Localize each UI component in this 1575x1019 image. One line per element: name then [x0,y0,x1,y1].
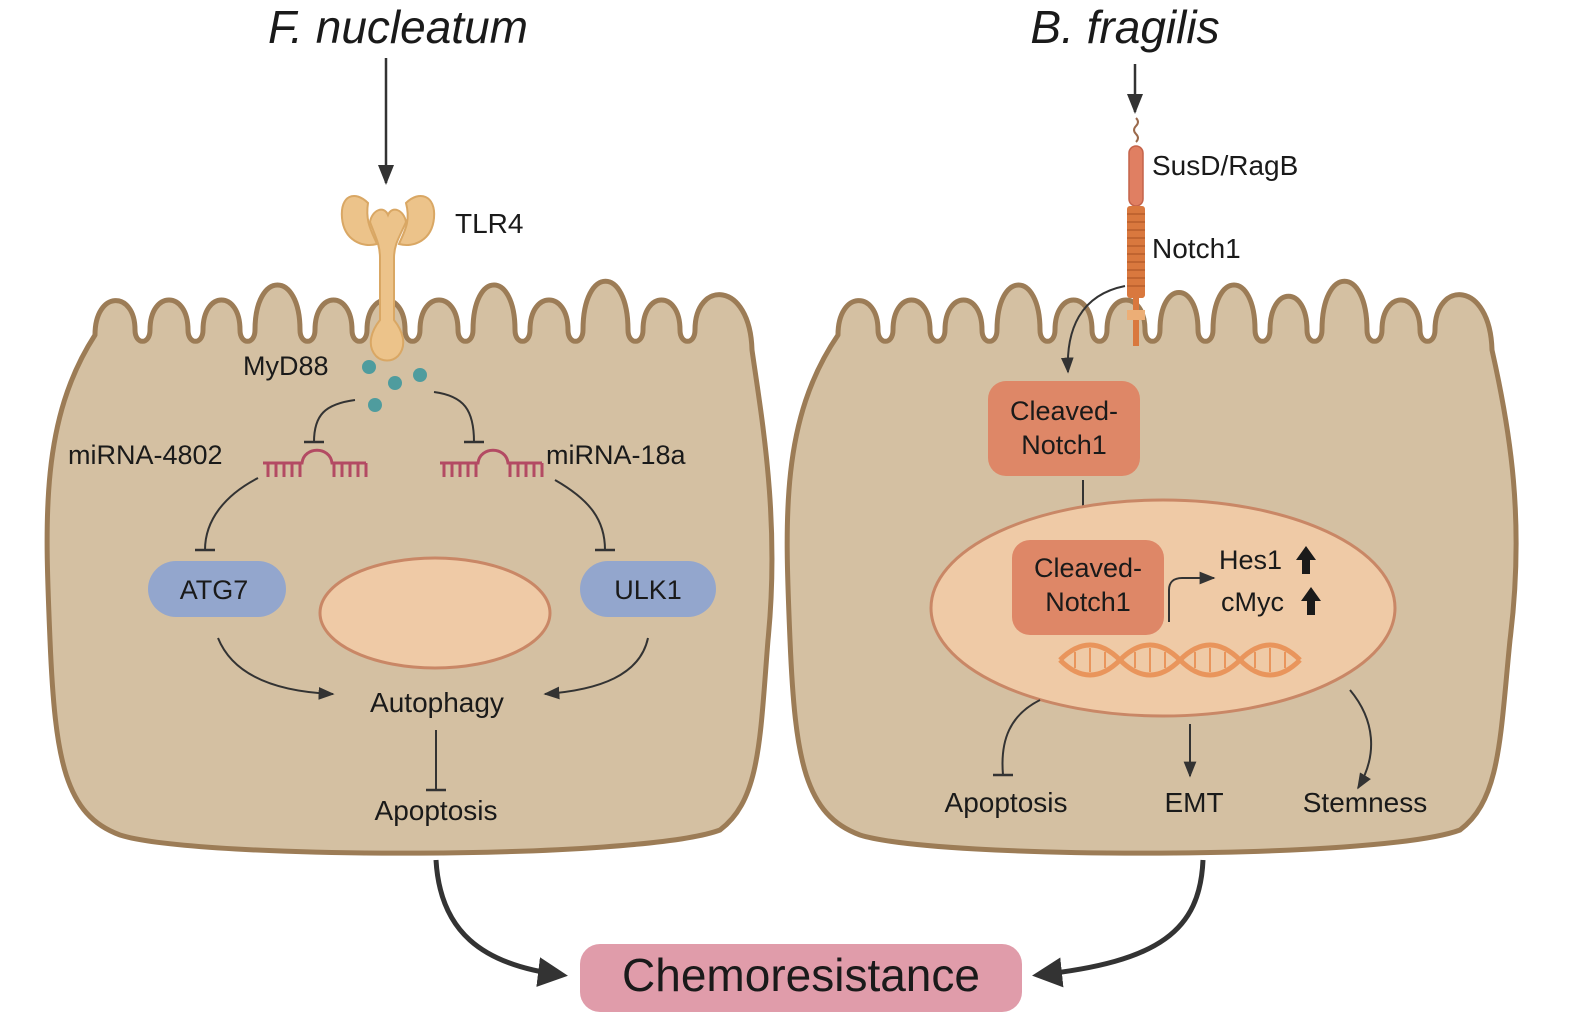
left-apoptosis-label: Apoptosis [375,795,498,826]
autophagy-label: Autophagy [370,687,504,718]
cleaved-notch1-line1: Cleaved- [1010,396,1118,426]
cmyc-label: cMyc [1221,587,1284,617]
nuclear-cleaved-notch1-line1: Cleaved- [1034,553,1142,583]
chemoresistance-label: Chemoresistance [622,949,980,1001]
hes1-label: Hes1 [1219,545,1282,575]
emt-label: EMT [1164,787,1223,818]
cleaved-notch1-line2: Notch1 [1021,430,1107,460]
right-apoptosis-label: Apoptosis [945,787,1068,818]
susd-ragb-label: SusD/RagB [1152,150,1298,181]
cleaved-notch1-box [988,381,1140,476]
left-title: F. nucleatum [268,1,528,53]
myd88-label: MyD88 [243,351,329,381]
stemness-label: Stemness [1303,787,1428,818]
tlr4-label: TLR4 [455,208,523,239]
right-cell: B. fragilis SusD/RagB Notch1 Cleaved- No… [784,1,1519,856]
tlr4-receptor-icon [340,194,436,362]
left-cell: F. nucleatum TLR4 MyD88 miRNA-4802 [44,1,775,856]
mirna-18a-icon [440,448,544,477]
atg7-label: ATG7 [180,575,249,605]
mirna-4802-label: miRNA-4802 [68,440,223,470]
mirna-4802-icon [263,448,368,477]
nuclear-cleaved-notch1-box [1012,540,1164,635]
ulk1-box [580,561,716,617]
atg7-box [148,561,286,617]
left-nucleus [318,556,552,670]
notch1-receptor-icon [1127,117,1145,346]
notch1-label: Notch1 [1152,233,1241,264]
hes1-up-arrow-icon [1296,546,1316,574]
cmyc-up-arrow-icon [1301,587,1321,615]
right-title: B. fragilis [1030,1,1219,53]
ulk1-label: ULK1 [614,575,682,605]
mirna-18a-label: miRNA-18a [546,440,687,470]
myd88-dots [362,360,427,412]
dna-helix-icon [1058,642,1302,678]
chemoresistance-box [580,944,1022,1012]
nuclear-cleaved-notch1-line2: Notch1 [1045,587,1131,617]
